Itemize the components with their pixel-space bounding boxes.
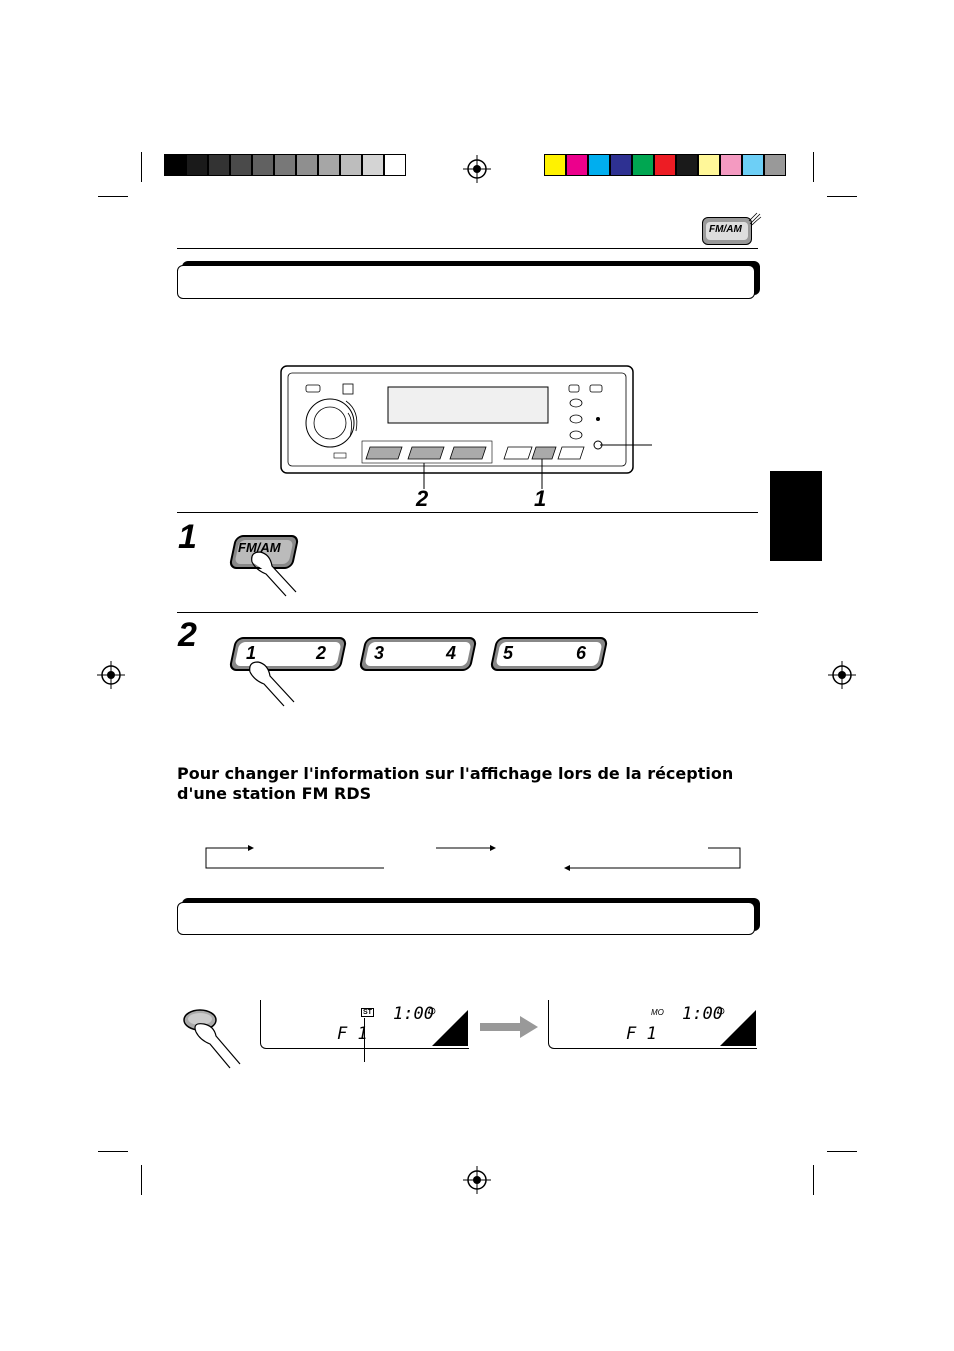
preset-label-2: 2 (316, 643, 327, 663)
lcd-clock-before: 1:00 (393, 1004, 434, 1024)
step-rule (177, 512, 758, 513)
mono-button-press-icon (183, 1009, 241, 1069)
color-swatch (208, 154, 230, 176)
callout-2: 2 (416, 486, 429, 511)
color-swatch (230, 154, 252, 176)
color-swatch (742, 154, 764, 176)
color-swatch (362, 154, 384, 176)
display-cycle-diagram (205, 845, 741, 871)
color-swatch (566, 154, 588, 176)
crop-mark (141, 1165, 142, 1195)
car-stereo-panel-diagram (280, 365, 652, 489)
color-swatch (252, 154, 274, 176)
section-title-box (177, 902, 755, 935)
color-swatch (544, 154, 566, 176)
crop-mark (141, 152, 142, 182)
color-swatch (676, 154, 698, 176)
finger-press-icon (249, 661, 295, 707)
preset-label-3: 3 (374, 643, 385, 663)
lcd-clock-after: 1:00 (682, 1004, 723, 1024)
color-swatch (274, 154, 296, 176)
lcd-band-after: F 1 (626, 1024, 657, 1044)
section-title-box (177, 265, 755, 299)
fm-am-header-icon: FM/AM (702, 217, 752, 245)
finger-press-icon (251, 551, 297, 597)
color-swatch (720, 154, 742, 176)
header-rule (177, 248, 758, 249)
lcd-display-after (548, 1000, 757, 1049)
registration-target-icon (828, 661, 856, 689)
callout-1: 1 (534, 486, 547, 511)
signal-waves-icon (748, 212, 762, 226)
color-swatch (164, 154, 186, 176)
volume-level-icon (432, 1010, 468, 1046)
clock-icon (428, 1007, 436, 1015)
color-swatch (588, 154, 610, 176)
fm-am-button-label: FM/AM (238, 540, 281, 555)
step-rule (177, 612, 758, 613)
transition-arrow-icon (480, 1016, 538, 1038)
step-number-1: 1 (178, 518, 197, 556)
color-swatch (340, 154, 362, 176)
preset-label-5: 5 (503, 643, 514, 663)
fm-am-header-label: FM/AM (709, 224, 742, 235)
callout-line (364, 1018, 365, 1062)
crop-mark (813, 1165, 814, 1195)
crop-mark (98, 1151, 128, 1152)
preset-label-4: 4 (446, 643, 457, 663)
crop-mark (98, 196, 128, 197)
rds-display-heading: Pour changer l'information sur l'afficha… (177, 764, 734, 803)
color-swatch (296, 154, 318, 176)
crop-mark (813, 152, 814, 182)
color-swatch (654, 154, 676, 176)
registration-target-icon (463, 1166, 491, 1194)
color-swatch (318, 154, 340, 176)
color-swatch (610, 154, 632, 176)
color-bar (544, 154, 786, 176)
color-swatch (186, 154, 208, 176)
crop-mark (827, 1151, 857, 1152)
color-swatch (384, 154, 406, 176)
step-number-2: 2 (178, 616, 197, 654)
preset-label-1: 1 (246, 643, 257, 663)
volume-level-icon (720, 1010, 756, 1046)
preset-label-6: 6 (576, 643, 587, 663)
color-swatch (632, 154, 654, 176)
mono-indicator: MO (651, 1008, 664, 1017)
grayscale-bar (164, 154, 406, 176)
crop-mark (827, 196, 857, 197)
stereo-indicator: ST (361, 1008, 374, 1017)
color-swatch (764, 154, 786, 176)
color-swatch (698, 154, 720, 176)
language-tab (770, 471, 822, 561)
lcd-band-before: F 1 (337, 1024, 368, 1044)
registration-target-icon (463, 155, 491, 183)
registration-target-icon (97, 661, 125, 689)
clock-icon (717, 1007, 725, 1015)
